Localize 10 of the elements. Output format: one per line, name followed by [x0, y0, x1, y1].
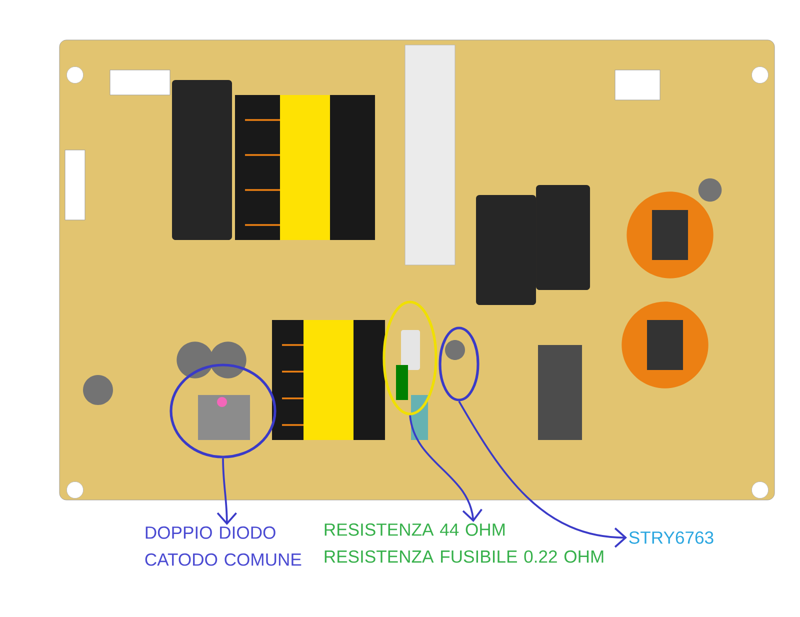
annotation-text: DOPPIO DIODO CATODO COMUNE	[145, 526, 302, 566]
arrow	[409, 415, 482, 522]
arrow	[458, 400, 628, 548]
highlight-ellipse	[170, 364, 276, 458]
highlight-ellipse	[382, 300, 438, 416]
annotation-text: RESISTENZA 44 OHM RESISTENZA FUSIBILE 0.22 OHM	[324, 523, 604, 563]
annotation-text: STRY6763	[629, 531, 714, 544]
circuit-board-drawing	[59, 40, 775, 500]
arrow	[216, 458, 237, 525]
highlight-ellipse	[438, 326, 480, 402]
